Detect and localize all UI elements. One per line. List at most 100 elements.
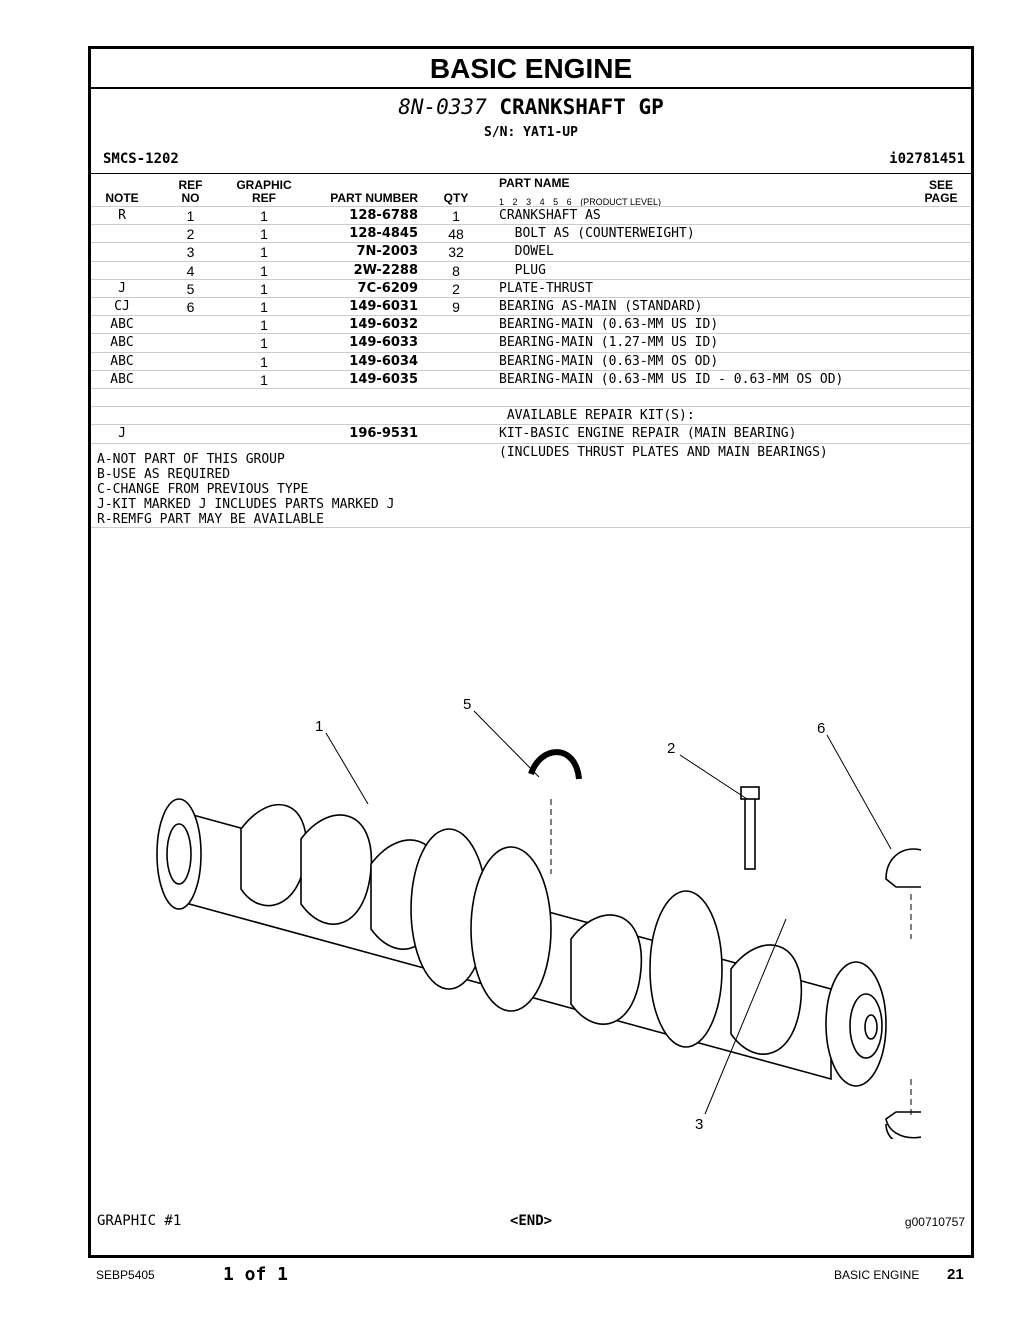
cell-pn: 149-6031	[349, 299, 418, 314]
note-b: B-USE AS REQUIRED	[97, 467, 231, 482]
product-level-scale: 1 2 3 4 5 6 (PRODUCT LEVEL)	[499, 197, 661, 207]
cell-qty: 2	[452, 280, 460, 297]
cell-gref: 1	[260, 262, 268, 279]
notes-legend: A-NOT PART OF THIS GROUP B-USE AS REQUIR…	[97, 452, 394, 527]
col-header-see-page: SEE PAGE	[911, 179, 971, 205]
notes-divider	[91, 527, 971, 528]
cell-qty: 9	[452, 299, 460, 315]
col-header-see-top: SEE	[928, 178, 953, 192]
counterweight-bolt	[744, 793, 756, 870]
table-row: AVAILABLE REPAIR KIT(S):	[91, 406, 971, 424]
cell-gref: 1	[260, 335, 268, 352]
callout-3: 3	[695, 1116, 703, 1133]
product-level-2: 2	[512, 197, 518, 207]
col-header-graphic-top: GRAPHIC	[236, 178, 292, 192]
cell-pn: 128-4845	[349, 226, 418, 242]
cell-note: CJ	[114, 299, 130, 314]
col-header-ref: REF NO	[153, 179, 228, 205]
col-header-qty: QTY	[443, 191, 469, 205]
product-level-4: 4	[539, 197, 545, 207]
cell-pn: 128-6788	[349, 208, 418, 223]
cell-qty: 8	[452, 262, 460, 279]
col-header-graphic-ref: GRAPHIC REF	[228, 179, 300, 205]
cell-pn: 7N-2003	[356, 244, 418, 260]
cell-pn: 2W-2288	[353, 262, 418, 278]
cell-pn: 7C-6209	[357, 280, 418, 296]
cell-gref: 1	[260, 299, 268, 315]
cell-name: KIT-BASIC ENGINE REPAIR (MAIN BEARING)	[499, 426, 797, 442]
footer-section: BASIC ENGINE	[834, 1268, 920, 1282]
cell-name: CRANKSHAFT AS	[499, 208, 601, 223]
page-title: BASIC ENGINE	[91, 49, 971, 89]
cell-note: J	[118, 426, 126, 442]
cell-gref: 1	[260, 353, 268, 370]
main-bearing-lower	[885, 1111, 921, 1139]
product-level-3: 3	[526, 197, 532, 207]
product-level-label: (PRODUCT LEVEL)	[580, 197, 662, 207]
cell-qty: 48	[448, 226, 464, 243]
cell-gref: 1	[260, 371, 268, 388]
cell-qty: 1	[452, 208, 460, 224]
cell-ref: 3	[186, 244, 195, 261]
cell-gref: 1	[260, 226, 268, 243]
document-ident: i02781451	[889, 151, 965, 167]
cell-pn: 149-6032	[349, 317, 418, 333]
end-marker: <END>	[509, 1213, 553, 1229]
cell-note: ABC	[110, 371, 134, 387]
table-row: J 196-9531 KIT-BASIC ENGINE REPAIR (MAIN B…	[91, 424, 971, 442]
cell-ref: 6	[186, 299, 195, 315]
col-header-part-number: PART NUMBER	[330, 191, 418, 205]
col-header-see-bottom: PAGE	[924, 191, 958, 205]
table-row: 2 1 128-4845 48 BOLT AS (COUNTERWEIGHT)	[91, 224, 971, 242]
cell-note: J	[118, 280, 126, 296]
main-bearing-upper	[885, 848, 921, 888]
table-row: 3 1 7N-2003 32 DOWEL	[91, 242, 971, 260]
col-header-note: NOTE	[105, 191, 139, 205]
note-r: R-REMFG PART MAY BE AVAILABLE	[97, 512, 324, 527]
cell-gref: 1	[260, 280, 268, 297]
serial-range: S/N: YAT1-UP	[484, 125, 578, 140]
cell-note: R	[118, 208, 126, 223]
cell-gref: 1	[260, 244, 268, 261]
page-frame: BASIC ENGINE 8N-0337 CRANKSHAFT GP S/N: …	[88, 46, 974, 1258]
col-header-ref-top: REF	[178, 178, 203, 192]
callout-6: 6	[817, 720, 825, 737]
cell-name: PLUG	[499, 262, 546, 278]
table-row: (INCLUDES THRUST PLATES AND MAIN BEARING…	[91, 442, 971, 461]
cell-qty: 32	[448, 244, 464, 261]
cell-name: BOLT AS (COUNTERWEIGHT)	[499, 226, 695, 242]
cell-pn: 149-6033	[349, 335, 418, 351]
col-header-graphic-bottom: REF	[252, 191, 276, 205]
callout-1: 1	[315, 718, 323, 735]
product-level-6: 6	[566, 197, 572, 207]
crankshaft-illustration: 1 5 2 6 4 3	[156, 696, 921, 1139]
cell-note: ABC	[110, 317, 134, 333]
cell-name: PLATE-THRUST	[499, 280, 593, 296]
note-a: A-NOT PART OF THIS GROUP	[97, 452, 285, 467]
cell-note: ABC	[110, 335, 134, 351]
thrust-plate	[528, 749, 582, 780]
footer-page-of: 1 of 1	[223, 1264, 289, 1285]
product-level-5: 5	[553, 197, 559, 207]
cell-name: BEARING-MAIN (1.27-MM US ID)	[499, 335, 719, 351]
table-row	[91, 388, 971, 406]
cell-pn: 196-9531	[349, 426, 418, 442]
footer-doc-number: SEBP5405	[96, 1268, 155, 1282]
cell-gref: 1	[260, 317, 268, 334]
counterweight-c	[649, 890, 723, 1048]
cell-gref: 1	[260, 208, 268, 224]
col-header-part-name: PART NAME	[499, 176, 570, 190]
cell-name: DOWEL	[499, 244, 554, 260]
cell-ref: 2	[186, 226, 195, 243]
footer-page-number: 21	[947, 1266, 964, 1283]
product-level-1: 1	[499, 197, 505, 207]
header-divider	[91, 173, 971, 174]
cell-name: (INCLUDES THRUST PLATES AND MAIN BEARING…	[499, 444, 828, 460]
note-c: C-CHANGE FROM PREVIOUS TYPE	[97, 482, 309, 497]
cell-ref: 1	[186, 208, 195, 224]
counterweight-b	[470, 846, 552, 1012]
